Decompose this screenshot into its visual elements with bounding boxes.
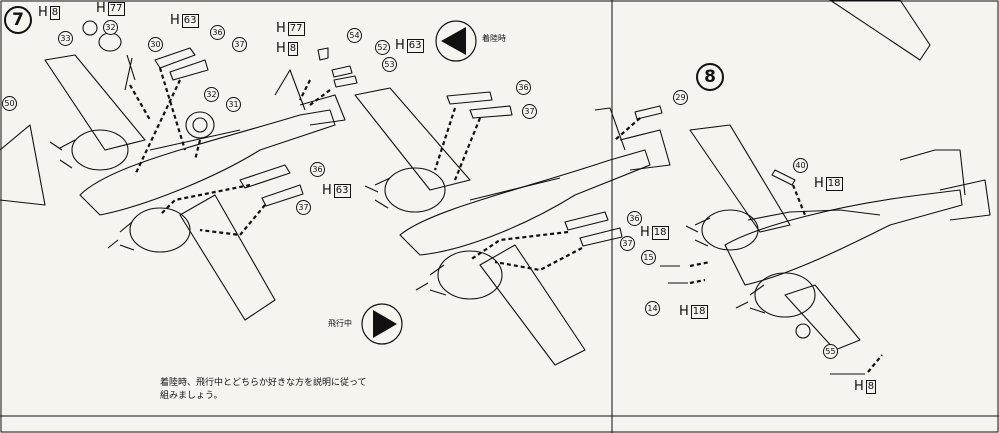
part-number: 36: [516, 80, 531, 95]
part-number: 30: [148, 37, 163, 52]
flight-label: 飛行中: [328, 319, 352, 328]
landing-label: 着陸時: [482, 34, 506, 43]
part-number: 50: [2, 96, 17, 111]
part-number: 40: [793, 158, 808, 173]
aircraft-1: [44, 54, 346, 321]
part-number: 31: [226, 97, 241, 112]
part-number: 37: [522, 104, 537, 119]
part-number: 53: [382, 57, 397, 72]
partial-tail-left: [0, 124, 46, 206]
part-number: 37: [232, 37, 247, 52]
instruction-note: 着陸時、飛行中とどちらか好きな方を説明に従って 組みましょう。: [160, 377, 367, 403]
aircraft-3: [685, 124, 991, 351]
part-number: 37: [296, 200, 311, 215]
part-number: 32: [103, 20, 118, 35]
part-number: 14: [645, 301, 660, 316]
part-number: 36: [210, 25, 225, 40]
part-number: 15: [641, 250, 656, 265]
instruction-note-line: 組みましょう。: [160, 391, 223, 401]
flight-marker-icon: [361, 303, 403, 345]
landing-marker-icon: [435, 20, 477, 62]
part-number: 33: [58, 31, 73, 46]
part-number: 52: [375, 40, 390, 55]
part-number: 37: [620, 236, 635, 251]
part-number: 29: [673, 90, 688, 105]
part-number: 54: [347, 28, 362, 43]
instruction-note-line: 着陸時、飛行中とどちらか好きな方を説明に従って: [160, 378, 367, 388]
part-number: 36: [310, 162, 325, 177]
step-number-7: 7: [4, 6, 32, 34]
partial-wing-top-right: [829, 0, 931, 61]
aircraft-2: [354, 87, 671, 366]
part-number: 55: [823, 344, 838, 359]
step-number-8: 8: [696, 63, 724, 91]
part-number: 32: [204, 87, 219, 102]
part-number: 36: [627, 211, 642, 226]
